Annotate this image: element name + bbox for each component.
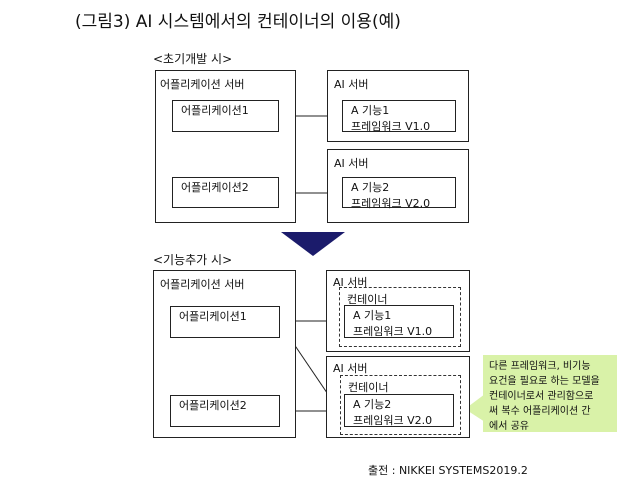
function-label: A 기능1 xyxy=(353,309,392,322)
container-label: 컨테이너 xyxy=(348,381,389,394)
container-1: 컨테이너 xyxy=(339,287,461,347)
app2-initial: 어플리케이션2 xyxy=(172,177,279,208)
ai-server-label: AI 서버 xyxy=(334,157,369,170)
function-label: A 기능1 xyxy=(351,104,390,117)
ai-server-label: AI 서버 xyxy=(333,362,368,375)
app-server-label: 어플리케이션 서버 xyxy=(160,278,245,291)
function2-added: A 기능2 프레임워크 V2.0 xyxy=(344,394,454,427)
callout-line: 요건을 필요로 하는 모델을 xyxy=(489,376,600,387)
callout-line: 에서 공유 xyxy=(489,421,529,432)
container-label: 컨테이너 xyxy=(347,293,388,306)
function-label: A 기능2 xyxy=(353,398,392,411)
ai-server-label: AI 서버 xyxy=(334,78,369,91)
app1-initial: 어플리케이션1 xyxy=(172,100,279,132)
section-added: <기능추가 시> xyxy=(153,253,233,267)
app-label: 어플리케이션2 xyxy=(179,399,247,412)
function2-initial: A 기능2 프레임워크 V2.0 xyxy=(342,177,456,210)
callout-line: 컨테이너로서 관리함으로 xyxy=(489,391,594,402)
app-server-label: 어플리케이션 서버 xyxy=(160,78,245,91)
down-arrow-icon xyxy=(281,232,345,256)
app-label: 어플리케이션1 xyxy=(179,310,247,323)
figure-title: (그림3) AI 시스템에서의 컨테이너의 이용(예) xyxy=(75,12,401,32)
section-initial: <초기개발 시> xyxy=(153,52,233,66)
callout-pointer xyxy=(465,394,485,422)
callout-line: 써 복수 어플리케이션 간 xyxy=(489,406,591,417)
source-citation: 출전 : NIKKEI SYSTEMS2019.2 xyxy=(368,464,528,477)
callout-note: 다른 프레임워크, 비기능 요건을 필요로 하는 모델을 컨테이너로서 관리함으… xyxy=(483,355,617,432)
framework-label: 프레임워크 V2.0 xyxy=(351,197,431,210)
app-label: 어플리케이션1 xyxy=(181,104,249,117)
app2-added: 어플리케이션2 xyxy=(170,395,280,427)
function1-initial: A 기능1 프레임워크 V1.0 xyxy=(342,100,456,133)
framework-label: 프레임워크 V2.0 xyxy=(353,414,433,427)
function-label: A 기능2 xyxy=(351,181,390,194)
app-label: 어플리케이션2 xyxy=(181,181,249,194)
function1-added: A 기능1 프레임워크 V1.0 xyxy=(344,305,454,338)
container-2: 컨테이너 xyxy=(340,375,461,435)
framework-label: 프레임워크 V1.0 xyxy=(353,325,433,338)
callout-line: 다른 프레임워크, 비기능 xyxy=(489,361,591,372)
app1-added: 어플리케이션1 xyxy=(170,306,280,338)
ai-server-label: AI 서버 xyxy=(333,276,368,289)
framework-label: 프레임워크 V1.0 xyxy=(351,120,431,133)
